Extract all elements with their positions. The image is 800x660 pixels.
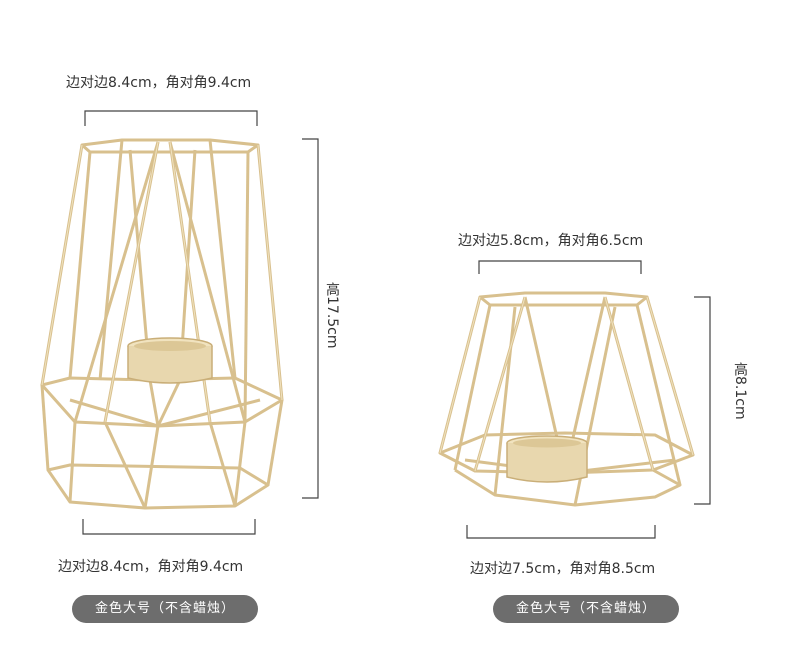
small-bottom-bracket [466, 525, 656, 539]
small-product-badge: 金色大号（不含蜡烛） [493, 595, 679, 623]
small-candle-holder-image [438, 291, 695, 507]
large-top-bracket [84, 110, 258, 126]
large-bottom-bracket [82, 519, 256, 535]
small-height-label: 高8.1cm [732, 362, 748, 420]
small-top-dimension-label: 边对边5.8cm，角对角6.5cm [458, 233, 644, 249]
large-height-bracket [302, 138, 319, 499]
small-top-bracket [478, 260, 642, 274]
large-candle-holder-image [40, 138, 284, 510]
small-height-bracket [694, 296, 711, 505]
large-product-badge: 金色大号（不含蜡烛） [72, 595, 258, 623]
large-height-label: 高17.5cm [324, 282, 340, 349]
large-top-dimension-label: 边对边8.4cm，角对角9.4cm [66, 75, 252, 91]
large-bottom-dimension-label: 边对边8.4cm，角对角9.4cm [58, 559, 244, 575]
small-bottom-dimension-label: 边对边7.5cm，角对角8.5cm [470, 561, 656, 577]
